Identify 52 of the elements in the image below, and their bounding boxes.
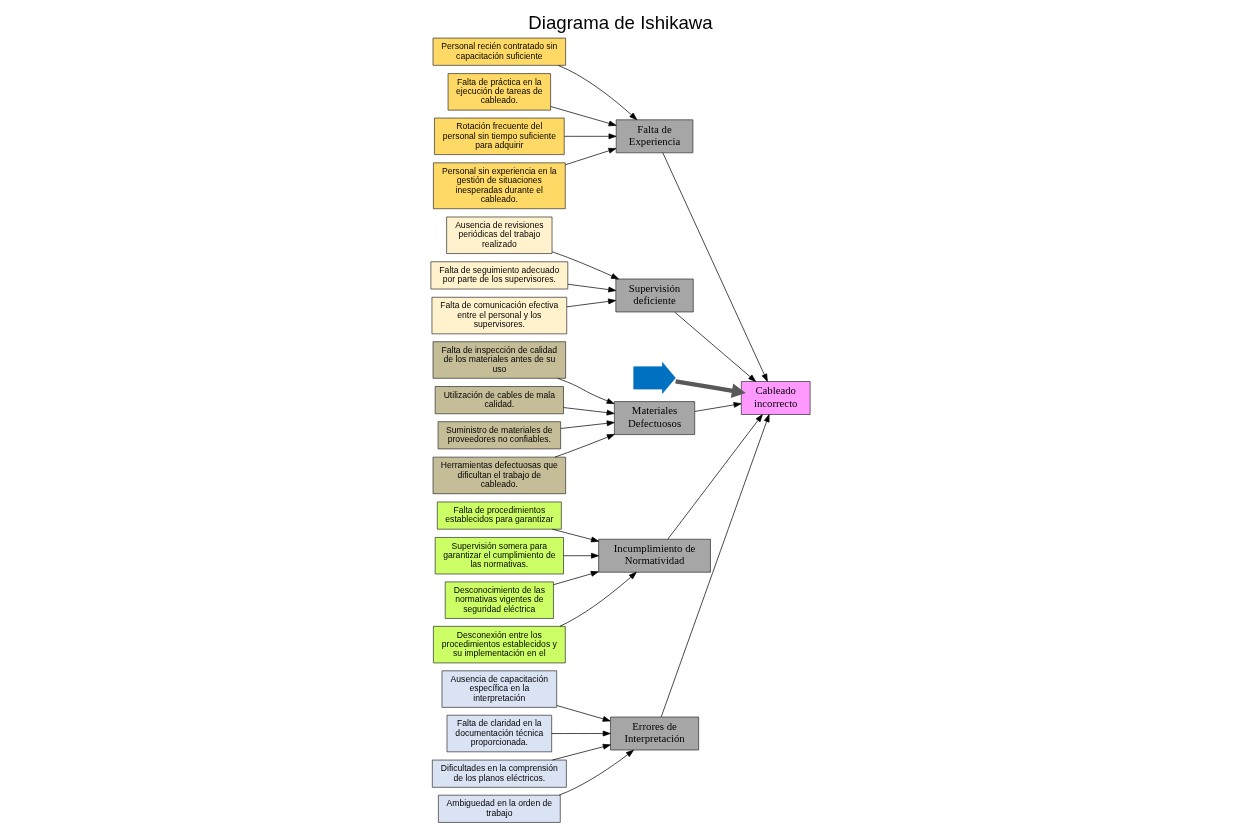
node-box: Personal recién contratado sin capacitación suficiente bbox=[432, 37, 566, 66]
node-box: Errores de Interpretación bbox=[610, 716, 699, 751]
arrow bbox=[551, 743, 611, 761]
node-box: Falta de claridad en la documentación técnica proporcionada. bbox=[446, 714, 553, 753]
arrow bbox=[551, 251, 619, 280]
arrow bbox=[662, 152, 768, 382]
arrow bbox=[551, 528, 599, 543]
node-box: Desconexión entre los procedimientos establecidos y su implementación en el bbox=[433, 626, 566, 664]
node-box: Incumplimiento de Normatividad bbox=[598, 538, 711, 573]
node-box: Falta de procedimientos establecidos para garantizar bbox=[436, 501, 562, 530]
arrow bbox=[674, 311, 757, 382]
arrow bbox=[567, 283, 617, 293]
node-box: Herramientas defectuosas que dificultan el trabajo de cableado. bbox=[432, 456, 566, 495]
diagram-title: Diagrama de Ishikawa bbox=[528, 12, 713, 34]
node-box: Utilización de cables de mala calidad. bbox=[434, 386, 564, 415]
arrow bbox=[551, 730, 611, 737]
arrow bbox=[558, 749, 634, 796]
node-box: Falta de seguimiento adecuado por parte de los supervisores. bbox=[430, 261, 569, 290]
arrow bbox=[694, 402, 742, 412]
node-box: Suministro de materiales de proveedores no confiables. bbox=[437, 421, 561, 450]
node-box: Materiales Defectuosos bbox=[614, 401, 696, 435]
arrow bbox=[554, 434, 615, 458]
node-box: Falta de comunicación efectiva entre el personal y los supervisores. bbox=[431, 296, 568, 335]
arrow bbox=[667, 414, 763, 540]
node-chevron bbox=[633, 362, 676, 394]
arrow bbox=[565, 147, 617, 166]
arrow bbox=[566, 298, 616, 308]
arrow bbox=[556, 705, 611, 722]
node-box: Cableado incorrecto bbox=[740, 381, 811, 415]
node-box: Dificultades en la comprensión de los planos eléctricos. bbox=[431, 759, 567, 788]
arrow bbox=[559, 571, 637, 627]
node-box: Supervisión somera para garantizar el cumplimiento de las normativas. bbox=[434, 537, 564, 575]
node-box: Supervisión deficiente bbox=[615, 278, 694, 313]
arrow bbox=[557, 377, 615, 404]
arrow bbox=[557, 65, 638, 121]
node-box: Ausencia de revisiones periódicas del trabajo realizado bbox=[446, 216, 553, 254]
arrow bbox=[560, 420, 615, 429]
node-box: Falta de Experiencia bbox=[615, 119, 694, 154]
node-box: Falta de inspección de calidad de los materiales antes de su uso bbox=[432, 341, 566, 379]
node-box: Rotación frecuente del personal sin tiempo suficiente para adquirir bbox=[434, 117, 565, 155]
node-box: Ausencia de capacitación específica en la interpretación bbox=[441, 670, 558, 708]
node-box: Personal sin experiencia en la gestión de situaciones inesperadas durante el cableado. bbox=[433, 162, 566, 210]
arrow bbox=[660, 414, 770, 718]
arrow bbox=[563, 407, 615, 416]
node-box: Desconocimiento de las normativas vigentes de seguridad eléctrica bbox=[444, 581, 554, 619]
arrow bbox=[564, 133, 617, 140]
node-box: Ambiguedad en la orden de trabajo bbox=[438, 794, 561, 823]
arrow bbox=[675, 379, 746, 398]
node-box: Falta de práctica en la ejecución de tareas de cableado. bbox=[447, 73, 551, 111]
arrow bbox=[550, 106, 617, 127]
arrow bbox=[563, 552, 599, 559]
arrow bbox=[553, 571, 599, 586]
